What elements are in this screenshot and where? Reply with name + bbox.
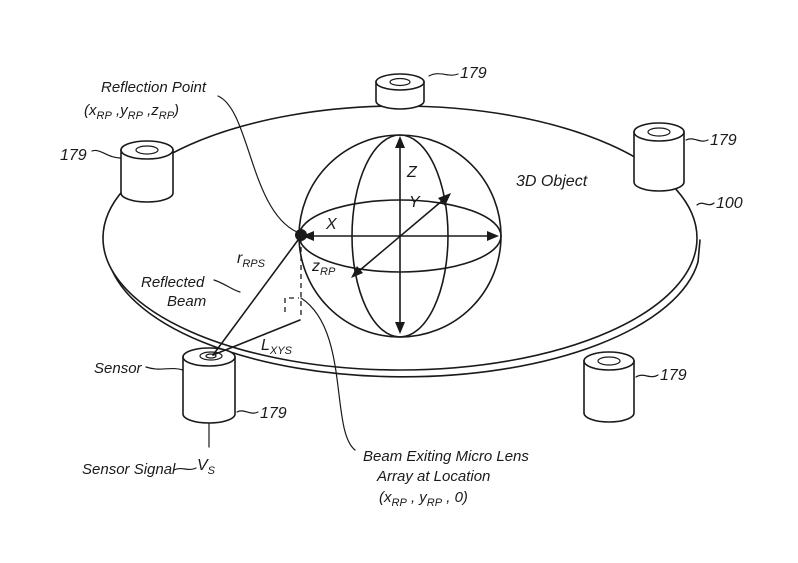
vs-label: VS xyxy=(197,457,216,477)
sphere-3d-object xyxy=(299,135,501,337)
reflection-point-coords: (xRP ,yRP ,zRP) xyxy=(84,102,179,122)
beam-exit-coords: (xRP , yRP , 0) xyxy=(379,489,468,509)
reflection-point-dot xyxy=(295,229,307,241)
platform-ref: 100 xyxy=(716,195,743,212)
object-label: 3D Object xyxy=(516,173,588,190)
post-ref-right-bottom: 179 xyxy=(660,367,687,384)
post-ref-left: 179 xyxy=(60,147,87,164)
beam-exit-label-1: Beam Exiting Micro Lens xyxy=(363,448,529,465)
beam-exit-label-2: Array at Location xyxy=(376,468,490,485)
reflection-point-title: Reflection Point xyxy=(101,79,207,96)
sensor-label: Sensor xyxy=(94,360,143,377)
reflected-beam-label-1: Reflected xyxy=(141,274,205,291)
sensor-post xyxy=(183,348,235,423)
axis-z-label: Z xyxy=(406,164,418,181)
post-right-bottom xyxy=(584,352,634,422)
post-right-top xyxy=(634,123,684,191)
post-left xyxy=(121,141,173,202)
reflected-beam-label-2: Beam xyxy=(167,293,206,310)
sensor-signal-label: Sensor Signal xyxy=(82,461,176,478)
post-ref-top: 179 xyxy=(460,65,487,82)
axis-x-label: X xyxy=(325,216,338,233)
post-top xyxy=(376,74,424,109)
axis-y-label: Y xyxy=(409,194,421,211)
post-ref-sensor: 179 xyxy=(260,405,287,422)
post-ref-right-top: 179 xyxy=(710,132,737,149)
